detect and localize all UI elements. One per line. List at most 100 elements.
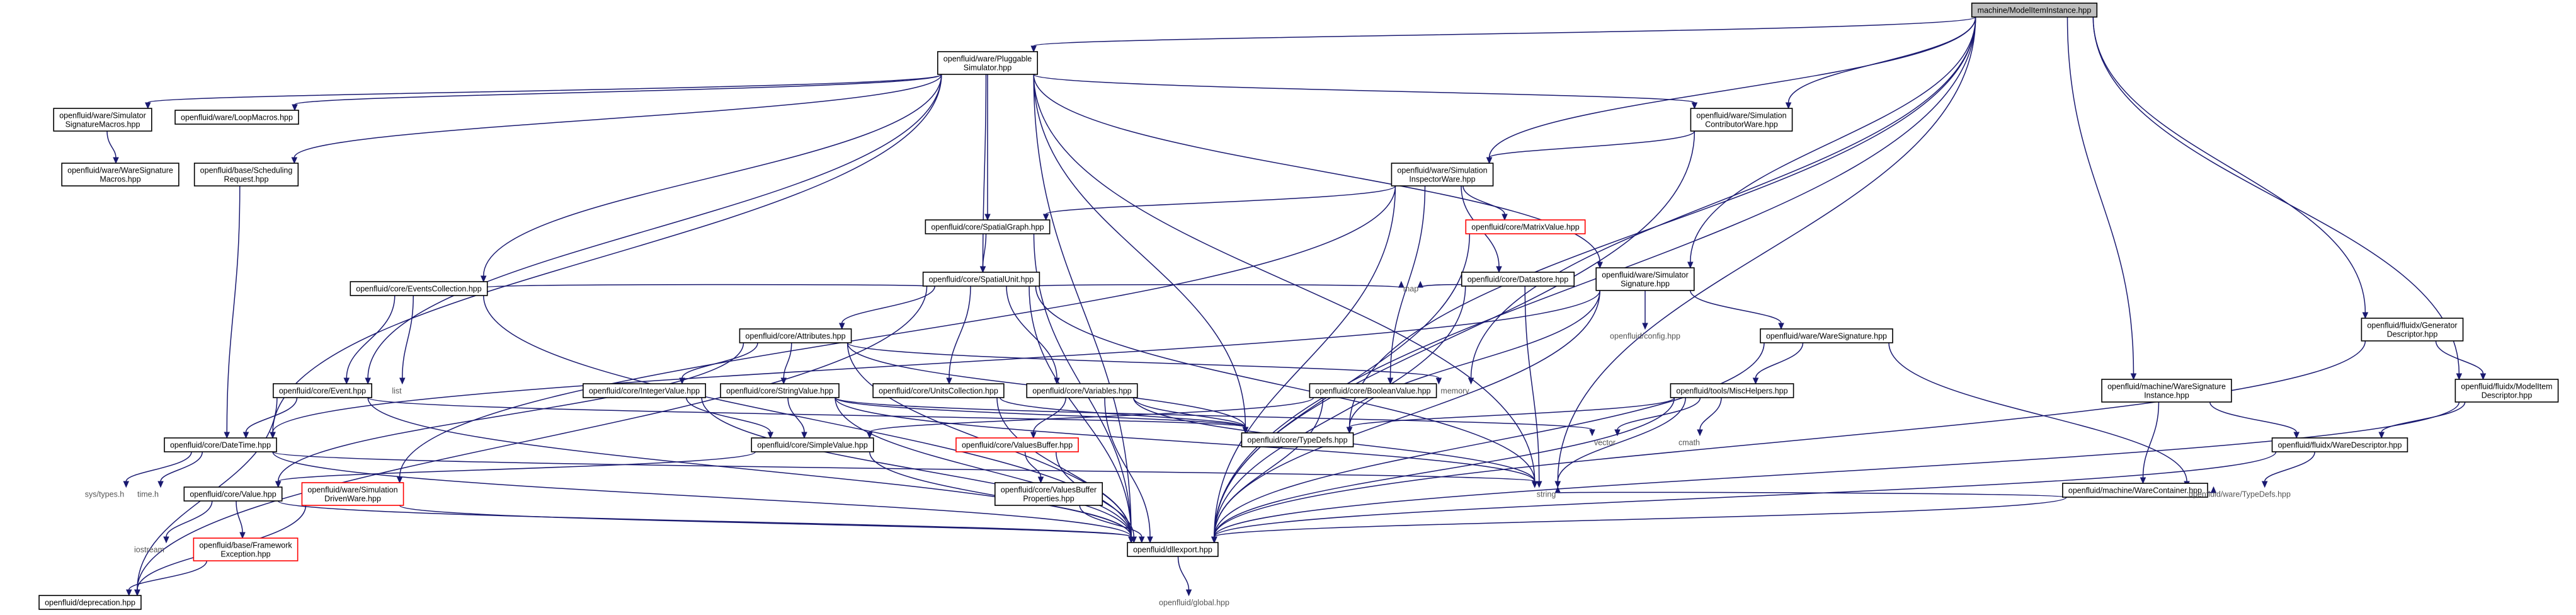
node-label: openfluid/fluidx/ModelItem xyxy=(2461,382,2552,391)
edge-schedreq-to-datetime xyxy=(224,185,241,439)
node-valuesbuffer[interactable]: openfluid/core/ValuesBuffer.hpp xyxy=(955,437,1079,452)
edge-line xyxy=(245,397,298,433)
node-box xyxy=(925,219,1051,234)
edge-arrowhead xyxy=(2261,481,2268,488)
edge-arrowhead xyxy=(1531,481,1538,488)
edge-line xyxy=(1033,16,1976,47)
edge-line xyxy=(1214,185,1396,537)
node-integervalue[interactable]: openfluid/core/IntegerValue.hpp xyxy=(583,383,706,398)
node-matrixvalue[interactable]: openfluid/core/MatrixValue.hpp xyxy=(1465,219,1586,234)
edge-gendesc-to-dllexport xyxy=(1211,340,2366,544)
edge-arrowhead xyxy=(946,377,952,385)
edge-line xyxy=(982,74,987,267)
edge-arrowhead xyxy=(242,432,249,439)
node-variables[interactable]: openfluid/core/Variables.hpp xyxy=(1026,383,1138,398)
node-mwsiginst[interactable]: openfluid/machine/WareSignatureInstance.… xyxy=(2101,379,2232,403)
edge-arrowhead xyxy=(1778,323,1784,330)
edge-arrowhead xyxy=(291,157,298,164)
node-label: InspectorWare.hpp xyxy=(1409,175,1475,184)
node-cmath[interactable]: cmath xyxy=(1673,435,1706,449)
edge-line xyxy=(2264,451,2315,482)
node-value[interactable]: openfluid/core/Value.hpp xyxy=(183,486,283,502)
node-memory[interactable]: memory xyxy=(1435,384,1474,398)
edge-arrowhead xyxy=(838,323,845,330)
edge-arrowhead xyxy=(275,481,282,488)
node-label: openfluid/ware/Simulation xyxy=(1696,112,1786,120)
edge-line xyxy=(1045,185,1396,215)
edge-line xyxy=(1079,505,1143,537)
edge-line xyxy=(787,397,805,433)
node-timeh[interactable]: time.h xyxy=(132,487,164,501)
node-coretypedefs[interactable]: openfluid/core/TypeDefs.hpp xyxy=(1241,432,1354,447)
node-stringvalue[interactable]: openfluid/core/StringValue.hpp xyxy=(720,383,840,398)
edge-simsig-to-waresig xyxy=(1690,290,1784,330)
edge-arrowhead xyxy=(145,102,151,110)
node-simplevalue[interactable]: openfluid/core/SimpleValue.hpp xyxy=(751,437,874,452)
node-vbprops[interactable]: openfluid/core/ValuesBufferProperties.hp… xyxy=(994,482,1103,506)
node-waredesc[interactable]: openfluid/fluidx/WareDescriptor.hpp xyxy=(2271,437,2408,452)
node-booleanvalue[interactable]: openfluid/core/BooleanValue.hpp xyxy=(1309,383,1437,398)
node-deprecation[interactable]: openfluid/deprecation.hpp xyxy=(38,595,142,610)
edge-line xyxy=(1348,16,1976,428)
node-systypes[interactable]: sys/types.h xyxy=(79,487,130,501)
node-label: openfluid/core/TypeDefs.hpp xyxy=(1247,436,1347,445)
node-label: Request.hpp xyxy=(224,175,269,184)
node-list[interactable]: list xyxy=(386,384,407,398)
node-attributes[interactable]: openfluid/core/Attributes.hpp xyxy=(739,328,852,343)
edge-valuesbuffer-to-vbprops xyxy=(1024,451,1044,484)
node-datastore[interactable]: openfluid/core/Datastore.hpp xyxy=(1461,272,1575,287)
node-label: openfluid/deprecation.hpp xyxy=(45,599,135,607)
node-box xyxy=(2062,483,2208,498)
node-simsigmacros[interactable]: openfluid/ware/SimulatorSignatureMacros.… xyxy=(53,108,152,132)
edge-line xyxy=(1006,285,1057,379)
node-event[interactable]: openfluid/core/Event.hpp xyxy=(273,383,372,398)
edge-waredesc-to-waretypedefs xyxy=(2261,451,2315,488)
edge-line xyxy=(367,397,1246,428)
edge-spatialunit-to-attributes xyxy=(838,285,935,330)
node-datetime[interactable]: openfluid/core/DateTime.hpp xyxy=(164,437,277,452)
node-eventscoll[interactable]: openfluid/core/EventsCollection.hpp xyxy=(350,281,488,296)
node-mischelpers[interactable]: openfluid/tools/MiscHelpers.hpp xyxy=(1670,383,1794,398)
node-root[interactable]: machine/ModelItemInstance.hpp xyxy=(1971,3,2098,18)
edge-pluggable-to-loopmacros xyxy=(292,74,942,112)
node-spatialunit[interactable]: openfluid/core/SpatialUnit.hpp xyxy=(922,272,1040,287)
edge-arrowhead xyxy=(123,481,130,488)
node-loopmacros[interactable]: openfluid/ware/LoopMacros.hpp xyxy=(174,110,299,125)
edge-arrowhead xyxy=(1030,45,1037,53)
node-iostream[interactable]: iostream xyxy=(128,543,170,556)
edge-line xyxy=(2092,16,2366,313)
edge-inspectorware-to-matrixvalue xyxy=(1462,185,1508,221)
edge-dllexport-to-global xyxy=(1177,556,1192,597)
node-vector[interactable]: vector xyxy=(1588,435,1621,449)
node-config[interactable]: openfluid/config.hpp xyxy=(1604,329,1686,343)
node-contribware[interactable]: openfluid/ware/SimulationContributorWare… xyxy=(1690,108,1793,132)
edge-line xyxy=(2435,340,2484,374)
node-label: openfluid/ware/Simulation xyxy=(1397,166,1487,175)
node-spatialgraph[interactable]: openfluid/core/SpatialGraph.hpp xyxy=(925,219,1051,234)
node-waretypedefs[interactable]: openfluid/ware/TypeDefs.hpp xyxy=(2183,487,2296,501)
node-global[interactable]: openfluid/global.hpp xyxy=(1153,595,1235,609)
edge-pluggable-to-spatialgraph xyxy=(984,74,991,221)
node-label: openfluid/core/DateTime.hpp xyxy=(170,441,271,450)
node-string[interactable]: string xyxy=(1531,487,1562,501)
node-warecontainer[interactable]: openfluid/machine/WareContainer.hpp xyxy=(2062,483,2208,498)
node-inspectorware[interactable]: openfluid/ware/SimulationInspectorWare.h… xyxy=(1391,163,1494,187)
edge-arrowhead xyxy=(767,432,774,439)
edge-line xyxy=(1035,285,1536,482)
edge-arrowhead xyxy=(1697,429,1703,437)
node-waresig[interactable]: openfluid/ware/WareSignature.hpp xyxy=(1760,328,1893,343)
edge-spatialgraph-to-spatialunit xyxy=(979,233,987,273)
edge-root-to-mwsiginst xyxy=(2066,16,2137,381)
node-dllexport[interactable]: openfluid/dllexport.hpp xyxy=(1127,542,1219,557)
node-unitscoll[interactable]: openfluid/core/UnitsCollection.hpp xyxy=(872,383,1005,398)
node-map[interactable]: map xyxy=(1398,282,1424,296)
edge-warecontainer-to-dllexport xyxy=(1211,497,2067,544)
